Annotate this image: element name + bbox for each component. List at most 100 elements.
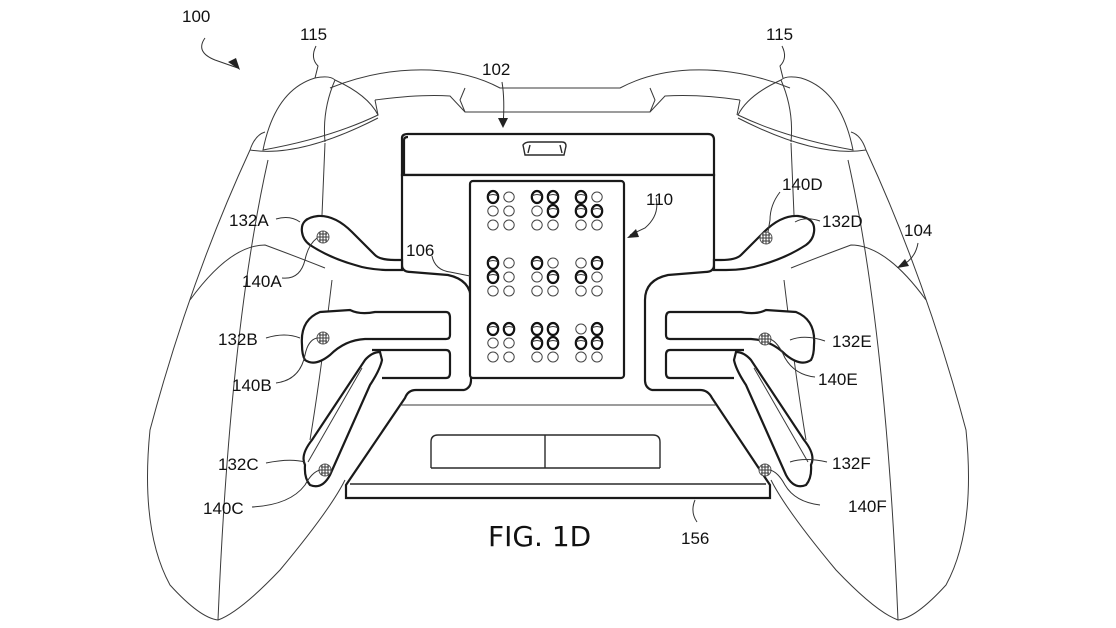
left-shoulder-button — [262, 76, 379, 151]
braille-dot-flat — [547, 219, 559, 231]
braille-dot-flat — [575, 323, 587, 335]
braille-dot-flat — [591, 271, 603, 283]
braille-dot-flat — [547, 257, 559, 269]
braille-dot-highlight — [487, 260, 499, 263]
braille-dot-highlight — [547, 194, 559, 197]
braille-dot-flat — [575, 257, 587, 269]
braille-dot-highlight — [547, 326, 559, 329]
controller-body — [147, 69, 969, 621]
braille-dot-flat — [591, 219, 603, 231]
touch-button-left — [430, 434, 545, 468]
braille-dot-raised — [546, 189, 560, 205]
braille-dot-flat — [487, 285, 499, 297]
label-132e: 132E — [832, 332, 872, 351]
label-102: 102 — [482, 60, 510, 79]
connector-port — [522, 141, 567, 156]
braille-dot-flat — [591, 191, 603, 203]
braille-dot-highlight — [531, 194, 543, 197]
braille-dot-flat — [503, 219, 515, 231]
pin-140f — [758, 463, 772, 477]
braille-dot-raised — [546, 335, 560, 351]
braille-dot-highlight — [487, 194, 499, 197]
braille-dot-flat — [487, 337, 499, 349]
pin-140b — [316, 331, 330, 345]
braille-dot-raised — [574, 335, 588, 351]
braille-cell — [574, 321, 604, 363]
braille-dot-flat — [487, 205, 499, 217]
braille-dot-raised — [574, 269, 588, 285]
label-140e: 140E — [818, 370, 858, 389]
braille-dot-raised — [574, 203, 588, 219]
braille-dot-highlight — [547, 274, 559, 277]
braille-cell — [530, 189, 560, 231]
braille-dot-flat — [531, 285, 543, 297]
braille-dot-highlight — [575, 340, 587, 343]
braille-dot-raised — [530, 335, 544, 351]
braille-dot-raised — [546, 269, 560, 285]
pin-140c — [318, 463, 332, 477]
braille-dot-flat — [591, 285, 603, 297]
label-115-right: 115 — [766, 25, 793, 44]
reference-labels: 100 115 115 102 110 104 106 132A 140A 13… — [182, 7, 932, 553]
label-132c: 132C — [218, 455, 259, 474]
braille-dot-highlight — [487, 274, 499, 277]
braille-dot-highlight — [591, 208, 603, 211]
label-104: 104 — [904, 221, 932, 240]
pin-140e — [758, 332, 772, 346]
braille-cell — [574, 255, 604, 297]
braille-cell — [530, 255, 560, 297]
figure-caption: FIG. 1D — [488, 520, 591, 553]
braille-cell — [530, 321, 560, 363]
braille-dot-raised — [574, 189, 588, 205]
braille-cell — [486, 255, 515, 297]
pins — [316, 230, 773, 477]
braille-dot-raised — [590, 255, 604, 271]
braille-cell — [574, 189, 604, 231]
braille-dot-flat — [591, 351, 603, 363]
braille-dot-raised — [590, 321, 604, 337]
braille-dot-highlight — [575, 208, 587, 211]
label-140c: 140C — [203, 499, 244, 518]
braille-dot-flat — [503, 337, 515, 349]
label-132a: 132A — [229, 211, 269, 230]
braille-dot-flat — [575, 285, 587, 297]
braille-dot-highlight — [531, 326, 543, 329]
label-132d: 132D — [822, 212, 863, 231]
braille-dot-flat — [547, 351, 559, 363]
braille-dot-raised — [530, 189, 544, 205]
touch-button-right — [545, 434, 661, 468]
arrowheads — [228, 58, 909, 268]
braille-dot-highlight — [575, 194, 587, 197]
label-100: 100 — [182, 7, 210, 26]
braille-display — [468, 179, 626, 380]
paddle-132b — [300, 308, 452, 364]
pin-140a — [316, 230, 330, 244]
braille-dot-flat — [503, 351, 515, 363]
label-106: 106 — [406, 241, 434, 260]
braille-dot-flat — [531, 351, 543, 363]
braille-dot-flat — [531, 271, 543, 283]
label-115-left: 115 — [300, 25, 327, 44]
braille-dot-raised — [486, 189, 500, 205]
braille-dot-flat — [503, 205, 515, 217]
braille-dot-raised — [530, 321, 544, 337]
braille-dot-raised — [486, 321, 500, 337]
paddle-132e — [664, 308, 816, 364]
braille-cell — [486, 321, 516, 363]
braille-dot-flat — [531, 219, 543, 231]
braille-dot-flat — [503, 257, 515, 269]
braille-cell — [486, 189, 515, 231]
braille-dot-flat — [531, 205, 543, 217]
braille-dot-flat — [503, 285, 515, 297]
braille-dot-raised — [502, 321, 516, 337]
braille-dot-raised — [530, 255, 544, 271]
braille-dot-highlight — [591, 326, 603, 329]
braille-dot-flat — [575, 351, 587, 363]
braille-dot-flat — [487, 351, 499, 363]
label-110: 110 — [646, 190, 673, 209]
braille-dot-flat — [503, 191, 515, 203]
braille-dot-highlight — [503, 326, 515, 329]
braille-dot-flat — [487, 219, 499, 231]
right-shoulder-button — [737, 76, 854, 151]
